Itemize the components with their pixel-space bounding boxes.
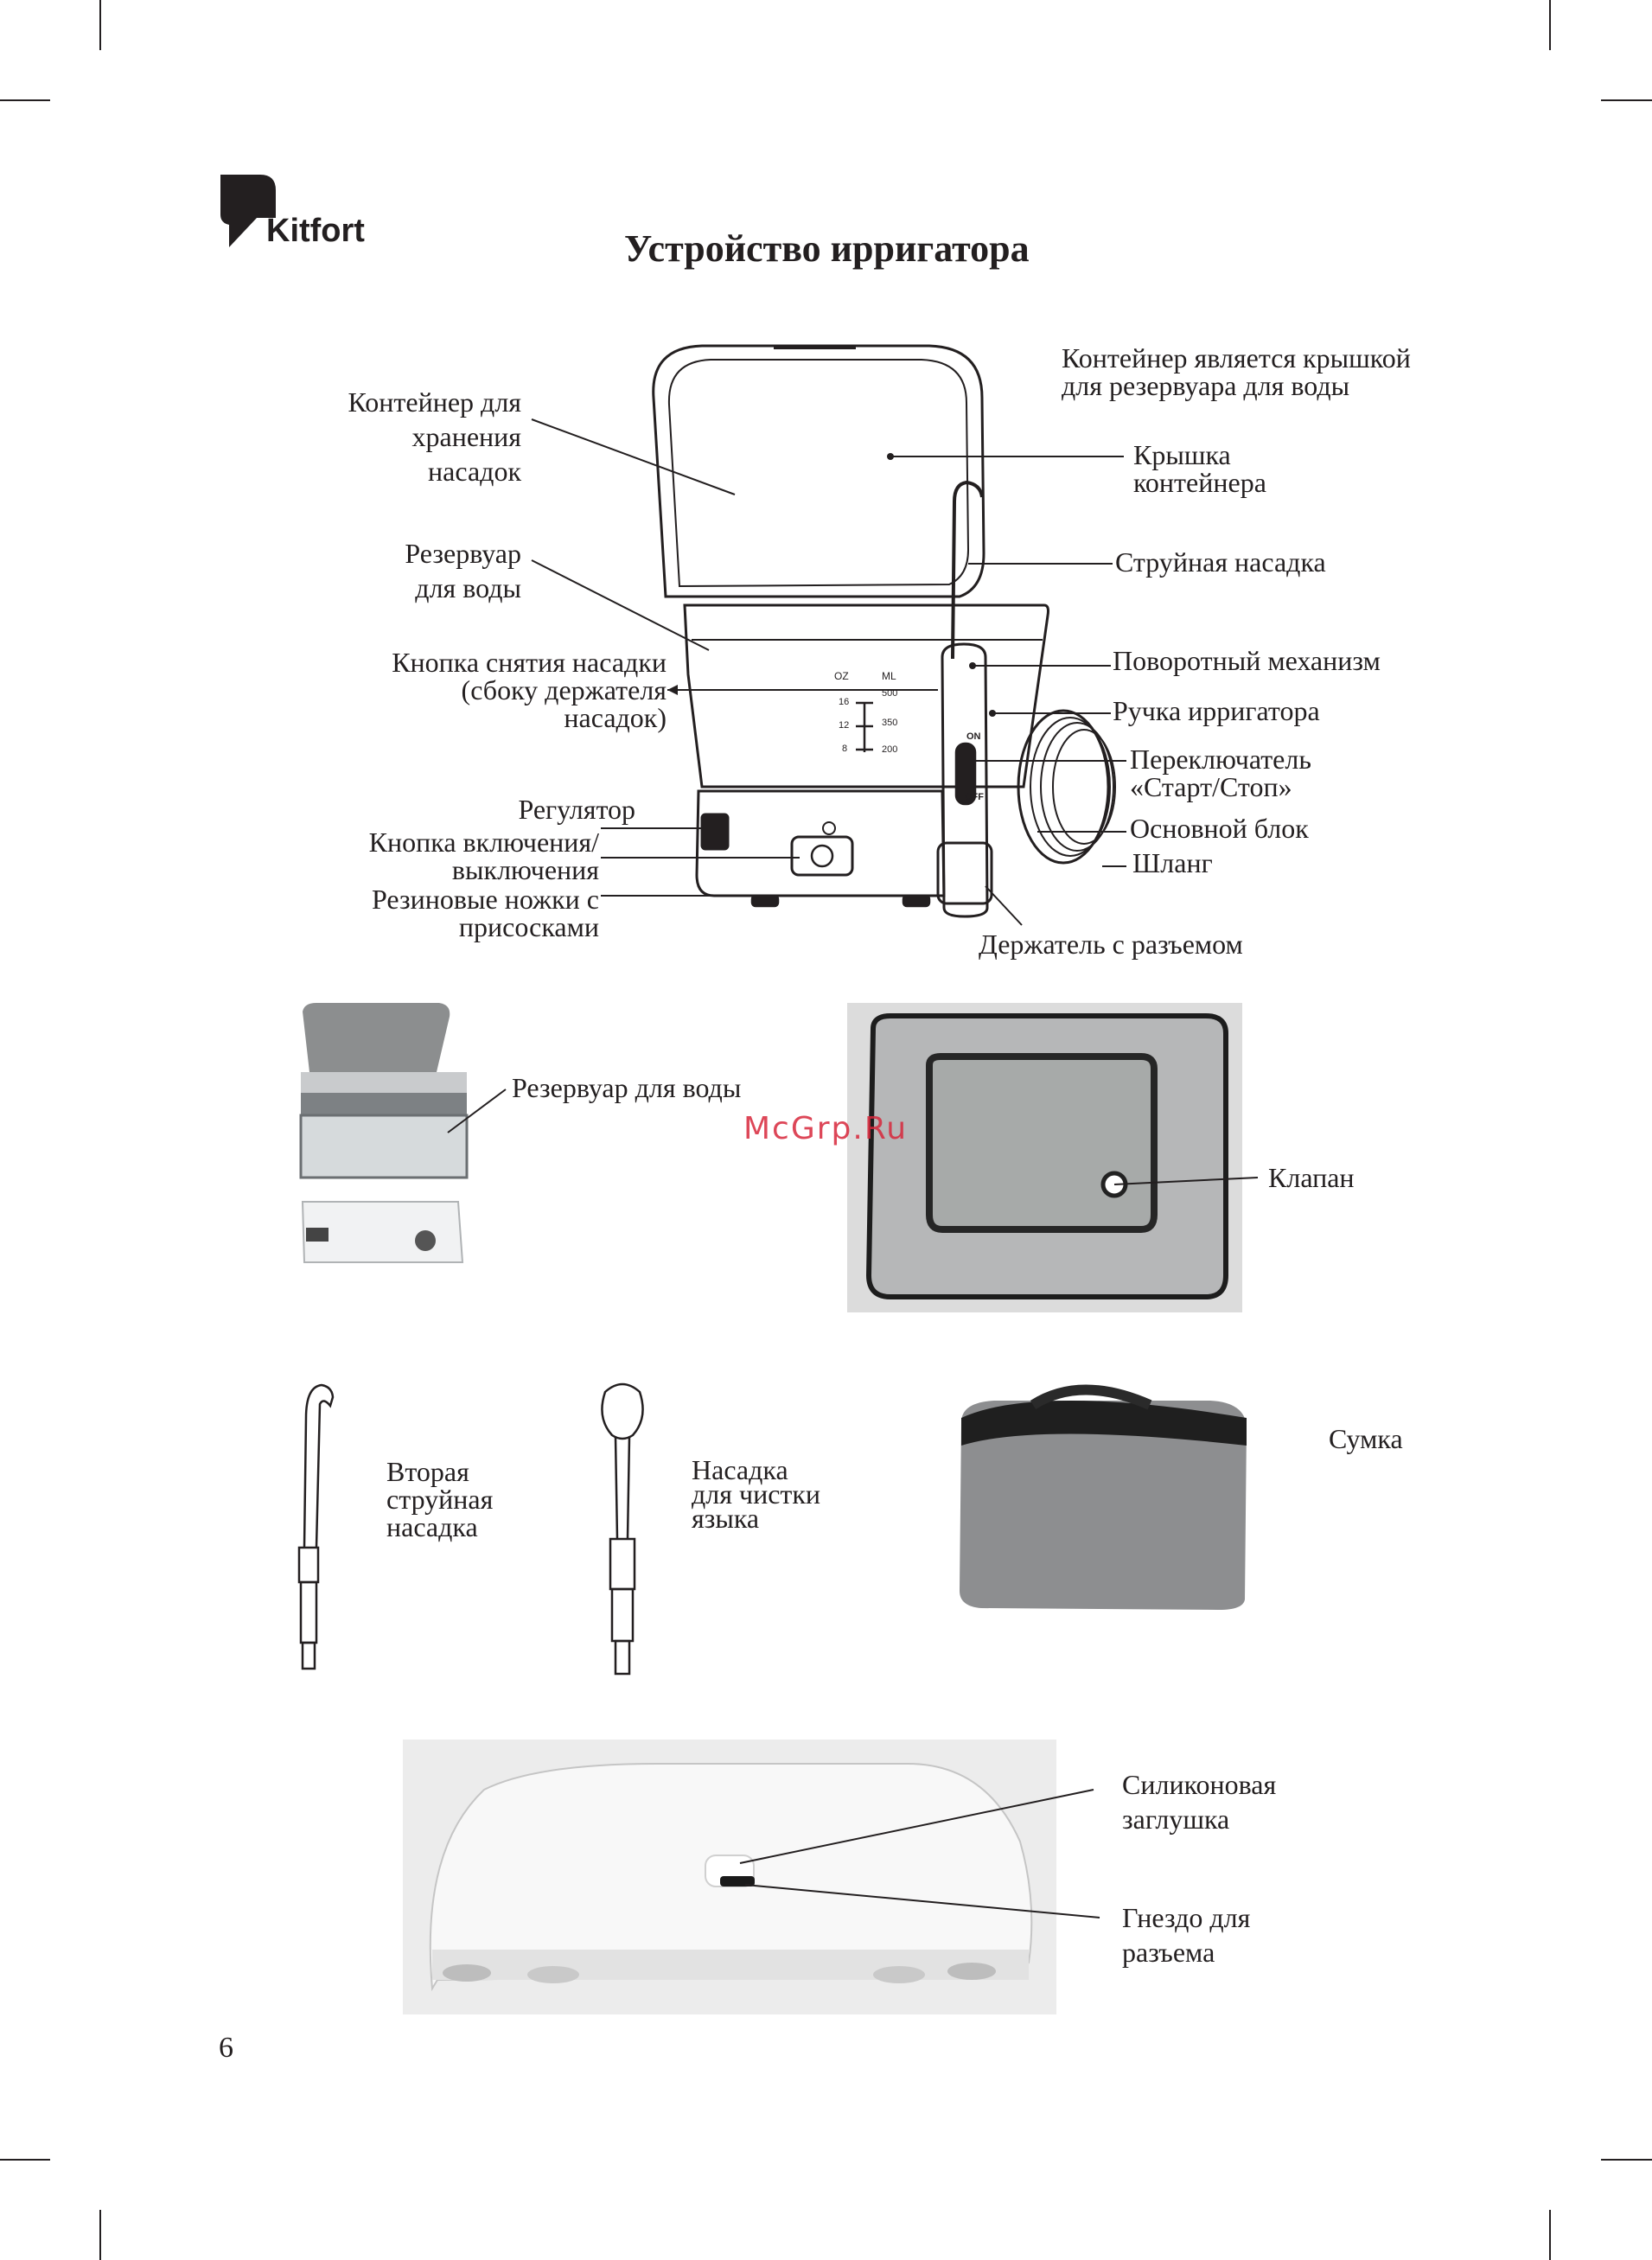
scale-oz-8: 8 (842, 744, 848, 754)
label-second-nozzle: Вторая струйная насадка (386, 1456, 494, 1542)
label-main-unit: Основной блок (1130, 813, 1309, 844)
label-tongue-cleaner: Насадка для чистки языка (692, 1454, 821, 1534)
label-holder: Держатель с разъемом (979, 929, 1243, 960)
scale-ml-500: 500 (882, 688, 898, 699)
label-hose: Шланг (1132, 847, 1213, 878)
scale-ml-200: 200 (882, 744, 898, 755)
scale-ml-350: 350 (882, 718, 898, 728)
second-nozzle-drawing (297, 1383, 335, 1670)
base-unit-photo (403, 1740, 1100, 2014)
label-jet-nozzle: Струйная насадка (1115, 546, 1326, 578)
switch-off-label: OFF (965, 792, 984, 802)
label-switch: Переключатель «Старт/Стоп» (1130, 744, 1311, 802)
switch-on-label: ON (966, 731, 981, 742)
label-rotating-mechanism: Поворотный механизм (1113, 645, 1381, 676)
crop-mark (0, 99, 50, 101)
label-connector-socket: Гнездо для разъема (1122, 1902, 1251, 1968)
label-power-button: Кнопка включения/ выключения (368, 827, 599, 885)
valve-photo (847, 1003, 1259, 1312)
scale-ml-label: ML (882, 670, 896, 682)
label-silicone-plug: Силиконовая заглушка (1122, 1769, 1277, 1835)
label-bag: Сумка (1329, 1423, 1403, 1454)
tongue-cleaner-drawing (601, 1382, 644, 1676)
crop-mark (99, 0, 101, 50)
scale-oz-12: 12 (839, 720, 850, 731)
watermark: McGrp.Ru (743, 1111, 909, 1146)
label-reservoir: Резервуар для воды (405, 538, 521, 603)
label-container-is-lid: Контейнер является крышкой для резервуар… (1062, 342, 1411, 401)
kitfort-logo (219, 173, 279, 251)
crop-mark (1601, 2159, 1652, 2161)
crop-mark (99, 2210, 101, 2260)
label-regulator: Регулятор (518, 794, 635, 825)
page-title: Устройство ирригатора (624, 227, 1030, 270)
label-valve: Клапан (1268, 1162, 1355, 1193)
reservoir-photo (299, 1003, 507, 1263)
crop-mark (0, 2159, 50, 2161)
label-reservoir-photo: Резервуар для воды (512, 1072, 742, 1103)
crop-mark (1601, 99, 1652, 101)
page-number: 6 (219, 2032, 233, 2064)
label-container-lid: Крышка контейнера (1133, 439, 1266, 498)
scale-oz-16: 16 (839, 697, 850, 707)
crop-mark (1549, 0, 1551, 50)
label-handle: Ручка ирригатора (1113, 695, 1320, 726)
bag-photo (960, 1384, 1247, 1610)
scale-oz-label: OZ (834, 670, 849, 682)
label-storage-container: Контейнер для хранения насадок (348, 386, 521, 487)
label-release-button: Кнопка снятия насадки (сбоку держателя н… (392, 647, 667, 733)
brand-name: Kitfort (266, 213, 365, 249)
label-rubber-feet: Резиновые ножки с присосками (372, 884, 599, 942)
crop-mark (1549, 2210, 1551, 2260)
